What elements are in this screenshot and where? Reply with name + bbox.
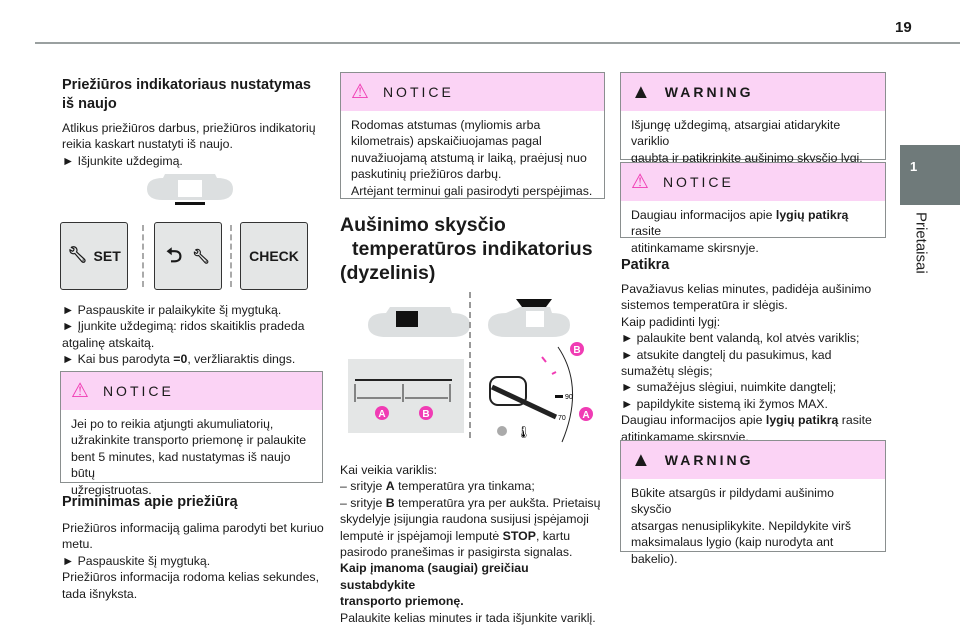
warning-triangle-icon: ▲ xyxy=(631,80,651,103)
svg-text:B: B xyxy=(573,345,580,356)
notice-box: ⚠NOTICE Daugiau informacijos apie lygių … xyxy=(620,162,886,255)
wrench-icon: 🔧︎ xyxy=(192,247,210,264)
warning-box: ▲WARNING Būkite atsargūs ir pildydami au… xyxy=(620,440,886,566)
temperature-gauge-figure: A B 90 70 B A 🌡︎ xyxy=(348,292,593,443)
svg-text:A: A xyxy=(582,410,589,421)
wrench-icon: 🔧︎ xyxy=(67,246,88,264)
warning-triangle-icon: ▲ xyxy=(631,448,651,471)
dashboard-icon xyxy=(147,174,233,205)
warning-triangle-icon: ⚠ xyxy=(631,170,649,193)
notice-box: ⚠NOTICE Jei po to reikia atjungti akumul… xyxy=(60,371,323,497)
svg-text:B: B xyxy=(422,409,429,420)
svg-text:90: 90 xyxy=(565,394,573,401)
svg-text:A: A xyxy=(378,409,385,420)
coolant-body-text: Kai veikia variklis: – srityje A tempera… xyxy=(340,463,601,625)
section-heading: Priminimas apie priežiūrą xyxy=(62,494,238,510)
page-number: 19 xyxy=(895,19,912,36)
reminder-text: Priežiūros informaciją galima parodyti b… xyxy=(62,521,324,601)
marker-b xyxy=(570,342,584,356)
warning-box: ▲WARNING Išjungę uždegimą, atsargiai ati… xyxy=(620,72,886,165)
chapter-tab[interactable]: 1 xyxy=(900,145,960,205)
warning-triangle-icon: ⚠ xyxy=(71,379,89,402)
coolant-temperature-icon: 🌡︎ xyxy=(516,425,531,439)
divider xyxy=(142,225,144,287)
divider xyxy=(230,225,232,287)
warning-triangle-icon: ⚠ xyxy=(351,80,369,103)
set-button[interactable]: 🔧︎SET xyxy=(60,222,128,290)
header-divider xyxy=(35,42,960,44)
gauge-arc xyxy=(557,346,574,443)
indicator-lamp-icon xyxy=(497,426,507,436)
check-button[interactable]: CHECK xyxy=(240,222,308,290)
intro-text: Atlikus priežiūros darbus, priežiūros in… xyxy=(62,121,316,168)
return-arrow-icon: ⮌ xyxy=(166,244,183,267)
reset-button[interactable]: ⮌ 🔧︎ xyxy=(154,222,222,290)
section-heading: Patikra xyxy=(621,257,670,273)
chapter-label: Prietaisai xyxy=(912,212,930,274)
steps-text: ► Paspauskite ir palaikykite šį mygtuką.… xyxy=(62,303,305,367)
marker-a xyxy=(579,407,593,421)
marker-a xyxy=(375,406,389,420)
svg-text:70: 70 xyxy=(558,415,566,422)
chapter-number: 1 xyxy=(910,159,918,174)
check-body-text: Pavažiavus kelias minutes, padidėja auši… xyxy=(621,282,872,444)
marker-b xyxy=(419,406,433,420)
